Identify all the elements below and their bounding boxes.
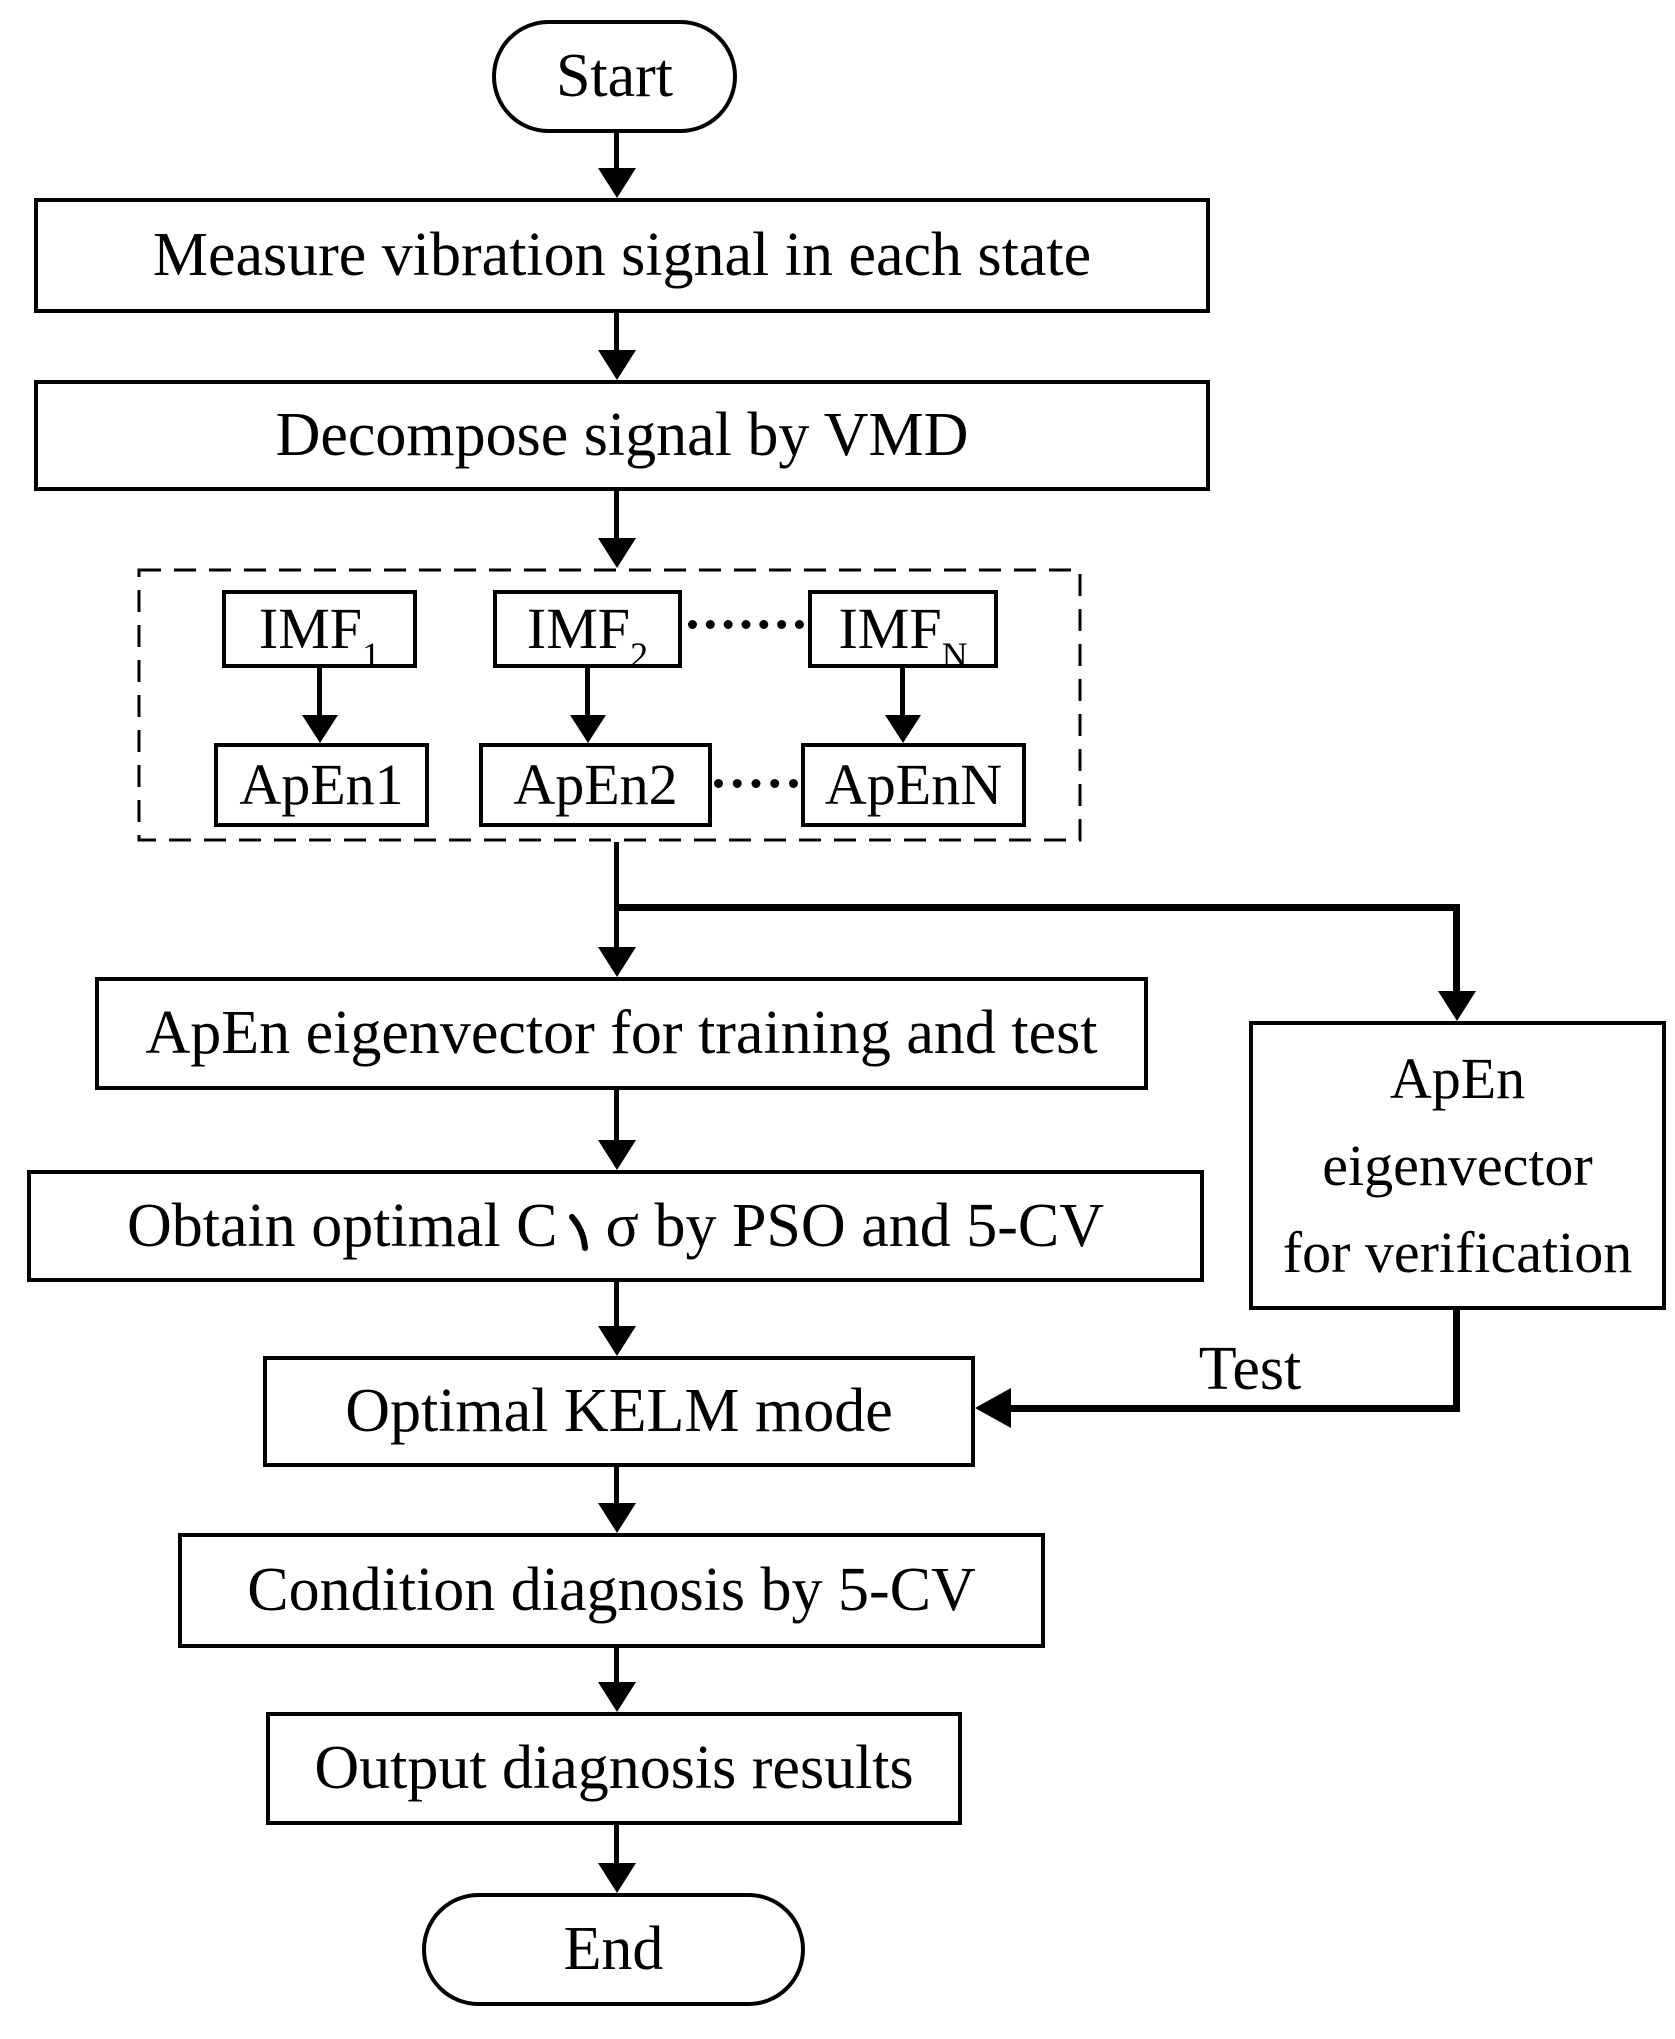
apen1-label: ApEn1 <box>239 752 404 818</box>
connector-line <box>614 491 619 540</box>
ideographic-comma-icon <box>568 1214 588 1251</box>
imf2-label: IMF2 <box>526 596 649 676</box>
verification-label-line2: eigenvector <box>1322 1133 1593 1198</box>
training-label: ApEn eigenvector for training and test <box>145 999 1098 1068</box>
end-node: End <box>422 1893 805 2006</box>
connector-line <box>614 131 619 170</box>
imfn-label: IMFN <box>838 596 968 676</box>
connector-line <box>585 668 590 716</box>
connector-line <box>614 313 619 352</box>
arrowhead-down-icon <box>598 538 636 568</box>
dots-connector <box>714 779 798 788</box>
condition-node: Condition diagnosis by 5-CV <box>178 1533 1045 1648</box>
imf1-label: IMF1 <box>258 596 381 676</box>
arrowhead-down-icon <box>598 1326 636 1356</box>
arrowhead-down-icon <box>598 1503 636 1533</box>
start-node: Start <box>492 20 737 133</box>
arrowhead-down-icon <box>598 1863 636 1893</box>
apenn-label: ApEnN <box>824 752 1003 818</box>
imfn-node: IMFN <box>808 590 998 676</box>
kelm-node: Optimal KELM mode <box>263 1356 975 1467</box>
test-edge-label: Test <box>1198 1334 1302 1403</box>
branch-line <box>1010 1405 1460 1412</box>
branch-line <box>1453 904 1460 991</box>
output-node: Output diagnosis results <box>266 1712 962 1825</box>
end-label: End <box>563 1915 664 1984</box>
branch-line <box>614 904 1460 911</box>
branch-line <box>1453 1310 1460 1412</box>
obtain-label: Obtain optimal C σ by PSO and 5-CV <box>127 1192 1104 1260</box>
imf1-node: IMF1 <box>222 590 417 676</box>
training-node: ApEn eigenvector for training and test <box>95 977 1148 1090</box>
kelm-label: Optimal KELM mode <box>345 1377 893 1446</box>
arrowhead-down-icon <box>1438 991 1476 1021</box>
connector-line <box>614 1648 619 1684</box>
obtain-label-pre: Obtain optimal C <box>127 1191 558 1260</box>
arrowhead-down-icon <box>302 715 338 743</box>
arrowhead-down-icon <box>598 168 636 198</box>
start-label: Start <box>555 42 674 111</box>
apen2-label: ApEn2 <box>513 752 678 818</box>
measure-node: Measure vibration signal in each state <box>34 198 1210 313</box>
condition-label: Condition diagnosis by 5-CV <box>247 1556 976 1625</box>
dots-connector <box>688 620 804 629</box>
connector-line <box>614 1825 619 1865</box>
imf2-node: IMF2 <box>493 590 682 676</box>
decompose-label: Decompose signal by VMD <box>275 401 969 470</box>
measure-label: Measure vibration signal in each state <box>152 221 1092 290</box>
apen2-node: ApEn2 <box>479 743 712 827</box>
arrowhead-down-icon <box>598 350 636 380</box>
connector-line <box>614 1467 619 1505</box>
connector-line <box>614 1282 619 1328</box>
connector-line <box>317 668 322 716</box>
apenn-node: ApEnN <box>801 743 1026 827</box>
arrowhead-down-icon <box>598 1140 636 1170</box>
verification-label-line3: for verification <box>1282 1220 1633 1285</box>
arrowhead-down-icon <box>598 1682 636 1712</box>
output-label: Output diagnosis results <box>314 1734 914 1803</box>
apen1-node: ApEn1 <box>214 743 429 827</box>
arrowhead-down-icon <box>598 947 636 977</box>
arrowhead-down-icon <box>570 715 606 743</box>
verification-node: ApEn eigenvector for verification <box>1249 1021 1666 1310</box>
connector-line <box>900 668 905 716</box>
verification-label-line1: ApEn <box>1389 1046 1526 1111</box>
arrowhead-down-icon <box>885 715 921 743</box>
decompose-node: Decompose signal by VMD <box>34 380 1210 491</box>
connector-line <box>614 842 619 949</box>
connector-line <box>614 1090 619 1142</box>
arrowhead-left-icon <box>975 1388 1011 1428</box>
obtain-label-post: σ by PSO and 5-CV <box>605 1191 1104 1260</box>
obtain-node: Obtain optimal C σ by PSO and 5-CV <box>27 1170 1204 1282</box>
imf-apen-group-outline <box>137 568 1082 842</box>
